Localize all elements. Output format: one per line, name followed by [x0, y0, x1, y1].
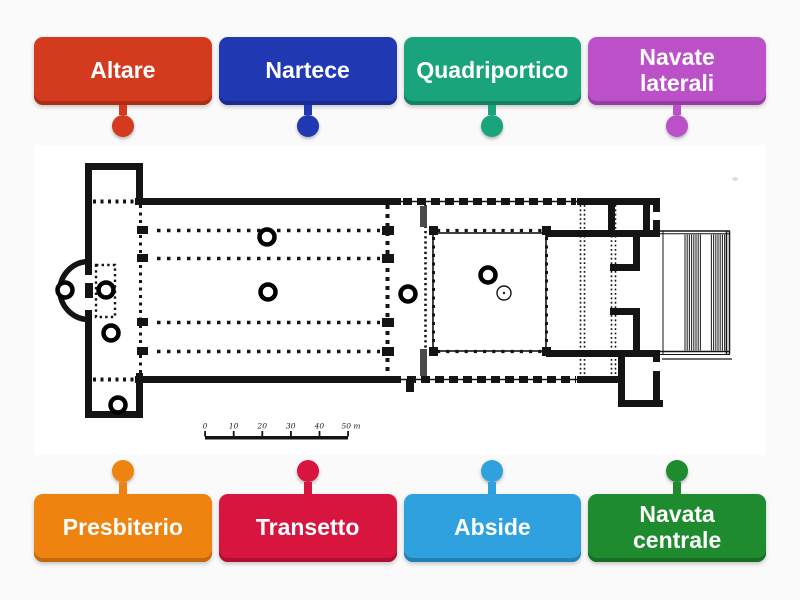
top-label-row: Altare Nartece Quadriportico Navate late…: [34, 37, 766, 137]
bottom-label-row: Presbiterio Transetto Abside Navata cent…: [34, 460, 766, 562]
label-chip-navata-centrale[interactable]: Navata centrale: [588, 494, 766, 562]
floor-plan: 0 10 20 30 40 50 m: [35, 145, 765, 455]
label-navata-centrale: Navata centrale: [588, 460, 766, 562]
answer-marker-m3[interactable]: [101, 323, 121, 343]
pin-dot: [481, 115, 504, 137]
label-text: Navate laterali: [639, 44, 715, 96]
label-text: Presbiterio: [62, 514, 183, 541]
scale-bar: 0 10 20 30 40 50 m: [203, 422, 361, 440]
label-presbiterio: Presbiterio: [34, 460, 212, 562]
label-text: Nartece: [265, 57, 350, 84]
pin-dot: [481, 460, 504, 482]
pin-stem: [673, 105, 682, 115]
pin-stem: [488, 482, 497, 494]
pin-stem: [118, 482, 127, 494]
pin-dot: [666, 115, 689, 137]
pin-stem: [303, 105, 312, 115]
label-text: Transetto: [255, 514, 360, 541]
label-chip-abside[interactable]: Abside: [403, 494, 582, 562]
label-altare: Altare: [34, 37, 212, 137]
scale-label-50m: 50 m: [341, 422, 360, 431]
label-chip-transetto[interactable]: Transetto: [218, 494, 397, 562]
label-navate-laterali: Navate laterali: [588, 37, 766, 137]
answer-markers: [55, 227, 498, 415]
pin-stem: [118, 105, 127, 115]
label-chip-altare[interactable]: Altare: [34, 37, 212, 105]
pin-dot: [296, 460, 319, 482]
scale-label-20: 20: [256, 422, 267, 431]
label-chip-quadriportico[interactable]: Quadriportico: [403, 37, 582, 105]
label-text: Altare: [90, 57, 156, 84]
pin-dot: [111, 460, 134, 482]
label-quadriportico: Quadriportico: [403, 37, 582, 137]
label-chip-navate-laterali[interactable]: Navate laterali: [588, 37, 766, 105]
scale-label-40: 40: [314, 422, 325, 431]
pin-stem: [488, 105, 497, 115]
label-text: Abside: [454, 514, 531, 541]
scale-label-30: 30: [286, 422, 296, 431]
label-chip-presbiterio[interactable]: Presbiterio: [34, 494, 212, 562]
pin-stem: [303, 482, 312, 494]
label-chip-nartece[interactable]: Nartece: [218, 37, 397, 105]
answer-marker-m7[interactable]: [398, 284, 418, 304]
label-nartece: Nartece: [218, 37, 397, 137]
scale-label-0: 0: [203, 422, 208, 431]
answer-marker-m2[interactable]: [96, 280, 116, 300]
pin-dot: [111, 115, 134, 137]
answer-marker-m6[interactable]: [258, 282, 278, 302]
label-transetto: Transetto: [218, 460, 397, 562]
answer-marker-m4[interactable]: [108, 395, 128, 415]
label-abside: Abside: [403, 460, 582, 562]
pin-stem: [673, 482, 682, 494]
scale-label-10: 10: [229, 422, 239, 431]
label-text: Navata centrale: [633, 501, 722, 553]
answer-marker-m8[interactable]: [478, 265, 498, 285]
pin-dot: [296, 115, 319, 137]
label-text: Quadriportico: [416, 57, 569, 84]
answer-marker-m1[interactable]: [55, 280, 75, 300]
basilica-plan-drawing: 0 10 20 30 40 50 m: [55, 163, 738, 440]
pin-dot: [666, 460, 689, 482]
stairs-hatch: [684, 234, 726, 351]
answer-marker-m5[interactable]: [257, 227, 277, 247]
